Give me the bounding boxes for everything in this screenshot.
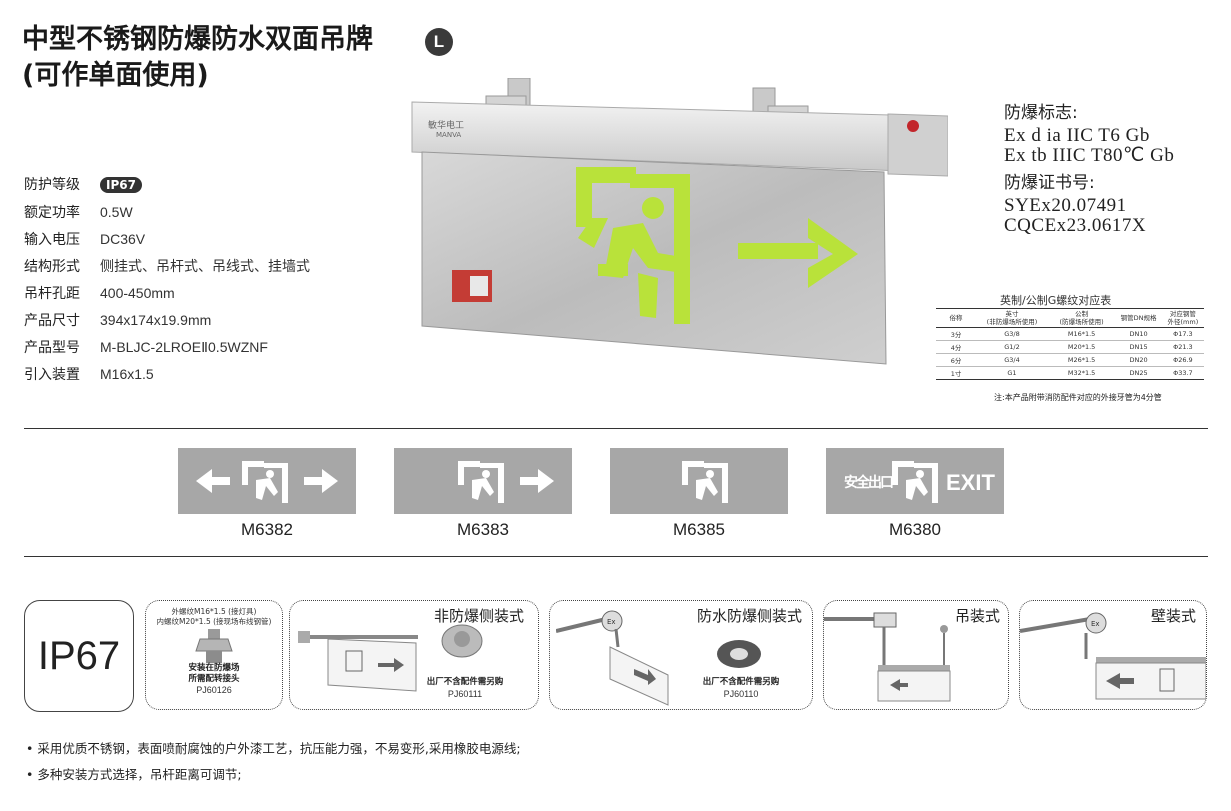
pendant-mount-diagram <box>824 612 951 702</box>
title-line-2: (可作单面使用) <box>22 60 209 91</box>
sign-text-cn: 安全出口 <box>844 475 894 491</box>
feature-notes: • 采用优质不锈钢，表面喷耐腐蚀的户外漆工艺，抗压能力强，不易变形,采用橡胶电源… <box>26 736 521 788</box>
variant-m6380: 安全出口 EXIT <box>826 448 1004 514</box>
variant-code: M6383 <box>457 520 509 539</box>
variant-code: M6382 <box>241 520 293 539</box>
explosion-side-mount-diagram: Ex <box>556 610 669 706</box>
product-image: 敏华电工 MANVA <box>411 78 948 365</box>
variant-m6383 <box>394 448 572 514</box>
spec-row: 结构形式侧挂式、吊杆式、吊线式、挂墙式 <box>24 258 310 275</box>
size-badge: L <box>425 28 453 56</box>
cert-2: CQCEx23.0617X <box>1004 215 1147 236</box>
note-item: • 采用优质不锈钢，表面喷耐腐蚀的户外漆工艺，抗压能力强，不易变形,采用橡胶电源… <box>26 741 521 756</box>
exit-pictogram <box>576 167 690 324</box>
adapter-fitting-icon <box>195 629 233 663</box>
ip-rating-pill: IP67 <box>100 177 142 193</box>
note-item: • 多种安装方式选择，吊杆距离可调节; <box>26 767 242 782</box>
thread-table-title: 英制/公制G螺纹对应表 <box>1000 294 1112 307</box>
side-mount-diagram <box>298 631 418 692</box>
thread-table-note: 注:本产品附带消防配件对应的外接牙管为4分管 <box>994 393 1162 402</box>
divider <box>24 428 1208 429</box>
divider <box>24 556 1208 557</box>
ip-rating-box: IP67 <box>24 600 134 712</box>
page-title: 中型不锈钢防爆防水双面吊牌 (可作单面使用) <box>22 22 373 94</box>
mount-non-explosion-side: 非防爆侧装式 出厂不含配件需另购 PJ60111 <box>289 600 539 710</box>
variant-m6382 <box>178 448 356 514</box>
ex-mark-2: Ex tb IIIC T80℃ Gb <box>1004 145 1175 166</box>
ex-info: 防爆标志: Ex d ia IIC T6 Gb Ex tb IIIC T80℃ … <box>1004 100 1174 236</box>
bracket-part-icon <box>441 624 483 658</box>
title-line-1: 中型不锈钢防爆防水双面吊牌 <box>22 24 373 55</box>
sign-text-en: EXIT <box>946 470 995 495</box>
brand-en: MANVA <box>436 131 461 139</box>
mount-wall: 壁装式 Ex <box>1019 600 1207 710</box>
variant-code: M6385 <box>673 520 725 539</box>
arrow-right-icon <box>738 218 858 288</box>
brand-cn: 敏华电工 <box>428 119 464 131</box>
wall-mount-diagram: Ex <box>1020 612 1206 700</box>
gasket-part-icon <box>717 640 761 668</box>
cert-1: SYEx20.07491 <box>1004 195 1127 216</box>
variant-code: M6380 <box>889 520 941 539</box>
mount-waterproof-side: 防水防爆侧装式 Ex 出厂不含配件需另购 PJ60110 <box>549 600 813 710</box>
variant-m6385 <box>610 448 788 514</box>
cert-heading: 防爆证书号: <box>1004 173 1095 193</box>
svg-text:Ex: Ex <box>1091 620 1100 628</box>
thread-table: 俗称 英寸 (非防爆场所使用) 公制 (防爆场所使用) 钢管DN规格 对应钢管 … <box>936 308 1204 380</box>
ex-mark-1: Ex d ia IIC T6 Gb <box>1004 125 1150 146</box>
table-header-row: 俗称 英寸 (非防爆场所使用) 公制 (防爆场所使用) 钢管DN规格 对应钢管 … <box>936 308 1204 328</box>
ex-mark-heading: 防爆标志: <box>1004 103 1078 123</box>
accessory-box: 外螺纹M16*1.5 (接灯具) 内螺纹M20*1.5 (接现场布线钢管) 安装… <box>145 600 283 710</box>
svg-text:Ex: Ex <box>607 618 616 626</box>
mount-pendant: 吊装式 <box>823 600 1009 710</box>
